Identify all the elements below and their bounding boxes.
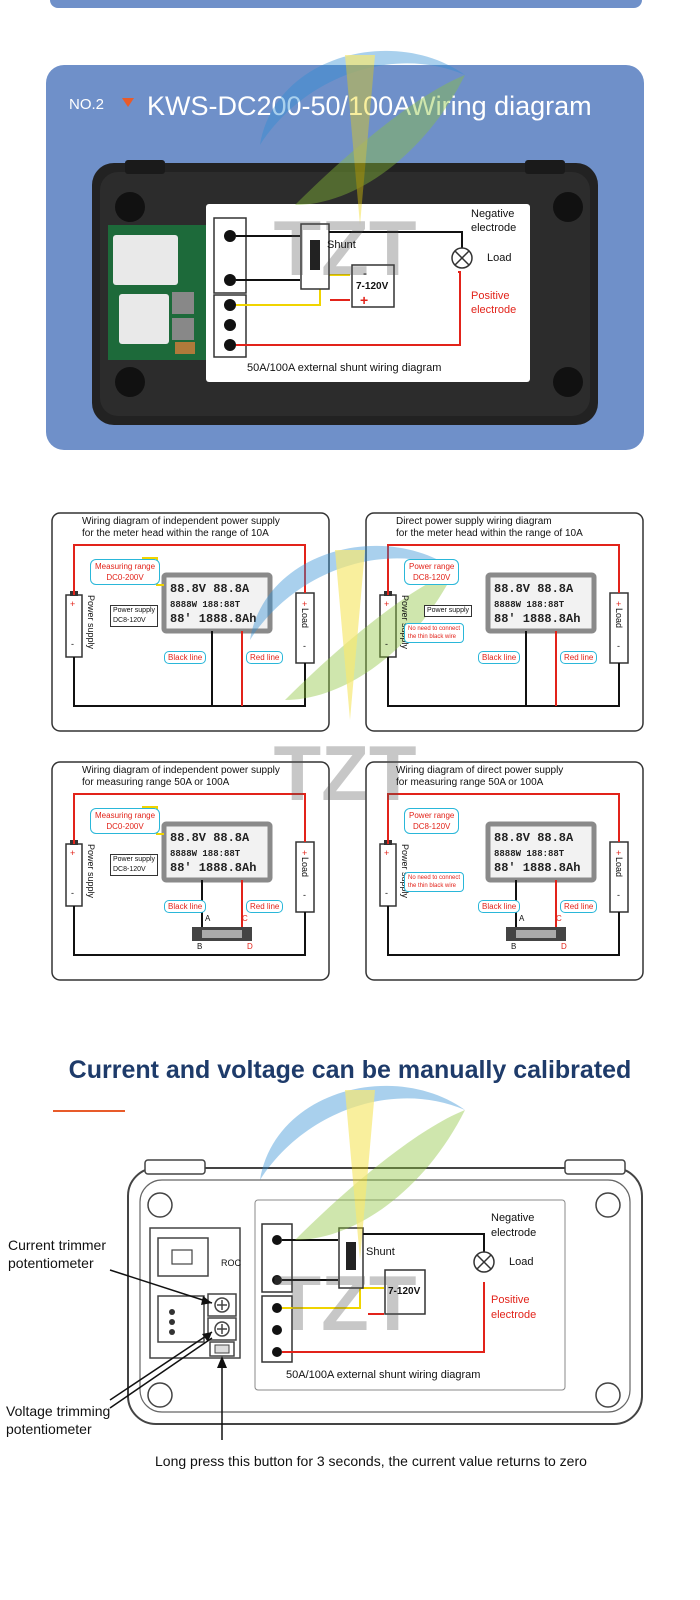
lcd-display bbox=[161, 572, 273, 634]
load-label: Load bbox=[614, 608, 624, 629]
roc-label: ROC bbox=[221, 1258, 241, 1268]
terminal-a: A bbox=[205, 914, 211, 923]
diagram-caption: 50A/100A external shunt wiring diagram bbox=[247, 362, 442, 374]
range-tag: Measuring range DC0-200V bbox=[90, 808, 161, 834]
voltage-trimmer-label: Voltage trimming potentiometer bbox=[6, 1403, 111, 1437]
minus-sign: - bbox=[385, 639, 388, 649]
section1-panel bbox=[46, 65, 644, 450]
terminal-c: C bbox=[242, 914, 248, 923]
load-label: Load bbox=[509, 1256, 534, 1268]
lcd-row: 8888W 188:88T bbox=[170, 849, 241, 859]
note-tag: No need to connect the thin black wire bbox=[404, 872, 465, 892]
terminal-b: B bbox=[511, 942, 517, 951]
minus-sign: - bbox=[385, 888, 388, 898]
diagram-title: Wiring diagram of independent power supp… bbox=[82, 765, 280, 788]
minus-sign: - bbox=[617, 641, 620, 651]
terminal-d: D bbox=[247, 942, 253, 951]
power-supply-label: Power supply bbox=[86, 595, 96, 650]
power-supply-label: Power supply bbox=[86, 844, 96, 899]
plus-sign: + bbox=[616, 599, 622, 609]
meter-device-outline bbox=[127, 1159, 643, 1425]
minus-sign: - bbox=[363, 266, 367, 280]
plus-sign: + bbox=[302, 599, 308, 609]
range-tag: Power range DC8-120V bbox=[404, 808, 460, 834]
plus-sign: + bbox=[616, 848, 622, 858]
range-tag: Measuring range DC0-200V bbox=[90, 559, 161, 585]
terminal-a: A bbox=[519, 914, 525, 923]
red-line-tag: Red line bbox=[560, 900, 598, 913]
lcd-row: 88.8V 88.8A bbox=[494, 831, 574, 845]
plus-sign: + bbox=[360, 292, 369, 308]
lcd-row: 88' 1888.8Ah bbox=[494, 861, 580, 875]
minus-sign: - bbox=[71, 888, 74, 898]
negative-electrode-label: Negative electrode bbox=[471, 208, 517, 234]
note-tag: No need to connect the thin black wire bbox=[404, 623, 465, 643]
lcd-display bbox=[485, 572, 597, 634]
section-number: NO.2 bbox=[69, 96, 105, 113]
calibration-title: Current and voltage can be manually cali… bbox=[68, 1056, 632, 1084]
voltage-label: 7-120V bbox=[356, 281, 389, 292]
load-label: Load bbox=[300, 608, 310, 629]
range-tag: Power range DC8-120V bbox=[404, 559, 460, 585]
plus-sign: + bbox=[384, 848, 390, 858]
load-label: Load bbox=[614, 857, 624, 878]
diagram-caption: 50A/100A external shunt wiring diagram bbox=[286, 1369, 481, 1381]
title-underline bbox=[53, 1110, 125, 1112]
black-line-tag: Black line bbox=[164, 651, 207, 664]
diagram-title: Wiring diagram of direct power supply fo… bbox=[396, 765, 564, 788]
current-trimmer-label: Current trimmer potentiometer bbox=[8, 1237, 107, 1271]
negative-electrode-label: Negative electrode bbox=[491, 1212, 537, 1239]
shunt-icon bbox=[506, 927, 566, 941]
watermark-text: TZT bbox=[274, 1259, 417, 1347]
lcd-display bbox=[485, 821, 597, 883]
minus-sign: - bbox=[617, 890, 620, 900]
section1-title: KWS-DC200-50/100AWiring diagram bbox=[147, 91, 592, 121]
lcd-row: 88.8V 88.8A bbox=[170, 582, 250, 596]
lcd-row: 8888W 188:88T bbox=[494, 600, 565, 610]
power-supply-tag: Power supply DC8-120V bbox=[110, 854, 159, 876]
power-supply-tag: Power supply bbox=[424, 605, 473, 617]
load-label: Load bbox=[300, 857, 310, 878]
shunt-icon bbox=[192, 927, 252, 941]
lcd-row: 88.8V 88.8A bbox=[494, 582, 574, 596]
load-label: Load bbox=[487, 252, 512, 264]
callout-arrows bbox=[109, 1269, 227, 1440]
diagram-title: Direct power supply wiring diagram for t… bbox=[396, 516, 583, 539]
voltage-label: 7-120V bbox=[388, 1286, 421, 1297]
terminal-c: C bbox=[556, 914, 562, 923]
triangle-down-icon bbox=[122, 98, 134, 107]
lcd-row: 8888W 188:88T bbox=[170, 600, 241, 610]
shunt-label: Shunt bbox=[327, 239, 356, 251]
zero-button-note: Long press this button for 3 seconds, th… bbox=[155, 1453, 587, 1469]
minus-sign: - bbox=[303, 641, 306, 651]
black-line-tag: Black line bbox=[478, 900, 521, 913]
black-line-tag: Black line bbox=[478, 651, 521, 664]
minus-sign: - bbox=[303, 890, 306, 900]
lcd-row: 88' 1888.8Ah bbox=[170, 612, 256, 626]
shunt-label: Shunt bbox=[366, 1246, 395, 1258]
top-strip bbox=[50, 0, 642, 8]
lcd-row: 88' 1888.8Ah bbox=[170, 861, 256, 875]
power-supply-tag: Power supply DC8-120V bbox=[110, 605, 159, 627]
positive-electrode-label: Positive electrode bbox=[491, 1294, 537, 1321]
terminal-b: B bbox=[197, 942, 203, 951]
lcd-row: 8888W 188:88T bbox=[494, 849, 565, 859]
plus-sign: + bbox=[302, 848, 308, 858]
red-line-tag: Red line bbox=[560, 651, 598, 664]
red-line-tag: Red line bbox=[246, 651, 284, 664]
lcd-display bbox=[161, 821, 273, 883]
terminal-d: D bbox=[561, 942, 567, 951]
positive-electrode-label: Positive electrode bbox=[471, 290, 517, 316]
plus-sign: + bbox=[70, 599, 76, 609]
plus-sign: + bbox=[384, 599, 390, 609]
diagram-title: Wiring diagram of independent power supp… bbox=[82, 516, 280, 539]
black-line-tag: Black line bbox=[164, 900, 207, 913]
logo-swirl-icon bbox=[260, 1085, 465, 1260]
plus-sign: + bbox=[70, 848, 76, 858]
lcd-row: 88' 1888.8Ah bbox=[494, 612, 580, 626]
minus-sign: - bbox=[71, 639, 74, 649]
lcd-row: 88.8V 88.8A bbox=[170, 831, 250, 845]
red-line-tag: Red line bbox=[246, 900, 284, 913]
